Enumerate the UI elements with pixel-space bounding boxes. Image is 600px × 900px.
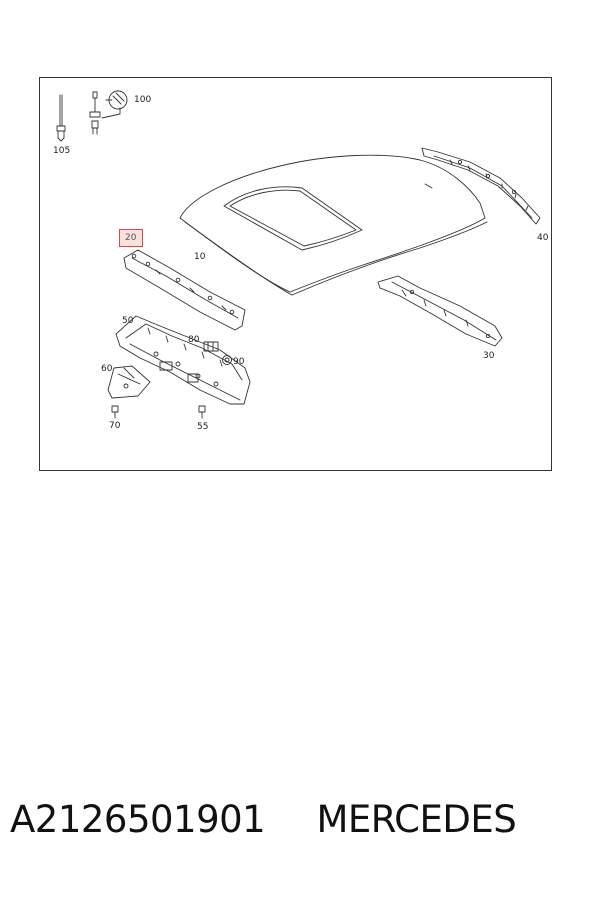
callout-20[interactable]: 20 xyxy=(125,233,137,243)
callout-60[interactable]: 60 xyxy=(101,364,113,374)
callout-90[interactable]: 90 xyxy=(233,357,245,367)
roof-crossmember-30[interactable] xyxy=(377,275,503,347)
callout-10[interactable]: 10 xyxy=(194,252,206,262)
clip-80[interactable] xyxy=(203,341,219,352)
bolt-set-100[interactable] xyxy=(89,90,128,135)
callout-105[interactable]: 105 xyxy=(53,146,71,156)
caption: A2126501901 MERCEDES xyxy=(0,798,600,841)
exploded-parts-diagram xyxy=(56,90,541,419)
screw-70[interactable] xyxy=(111,405,119,419)
roof-panel-10[interactable] xyxy=(179,154,488,296)
callout-30[interactable]: 30 xyxy=(483,351,495,361)
front-roof-frame-20[interactable] xyxy=(123,249,246,331)
bracket-60[interactable] xyxy=(107,365,151,399)
screw-55[interactable] xyxy=(198,405,206,419)
part-number: A2126501901 xyxy=(10,798,266,841)
callout-80[interactable]: 80 xyxy=(188,335,200,345)
rear-roof-bow-40[interactable] xyxy=(421,147,541,225)
brand-name: MERCEDES xyxy=(316,798,517,841)
diagram-frame: 100 105 20 10 40 30 50 80 90 60 70 55 xyxy=(39,77,552,471)
callout-55[interactable]: 55 xyxy=(197,422,209,432)
windshield-frame-50[interactable] xyxy=(115,315,251,405)
callout-40[interactable]: 40 xyxy=(537,233,549,243)
nut-90[interactable] xyxy=(222,355,232,365)
highlight-box xyxy=(119,229,143,247)
callout-50[interactable]: 50 xyxy=(122,316,134,326)
bolt-105[interactable] xyxy=(56,94,66,142)
callout-100[interactable]: 100 xyxy=(134,95,152,105)
callout-70[interactable]: 70 xyxy=(109,421,121,431)
